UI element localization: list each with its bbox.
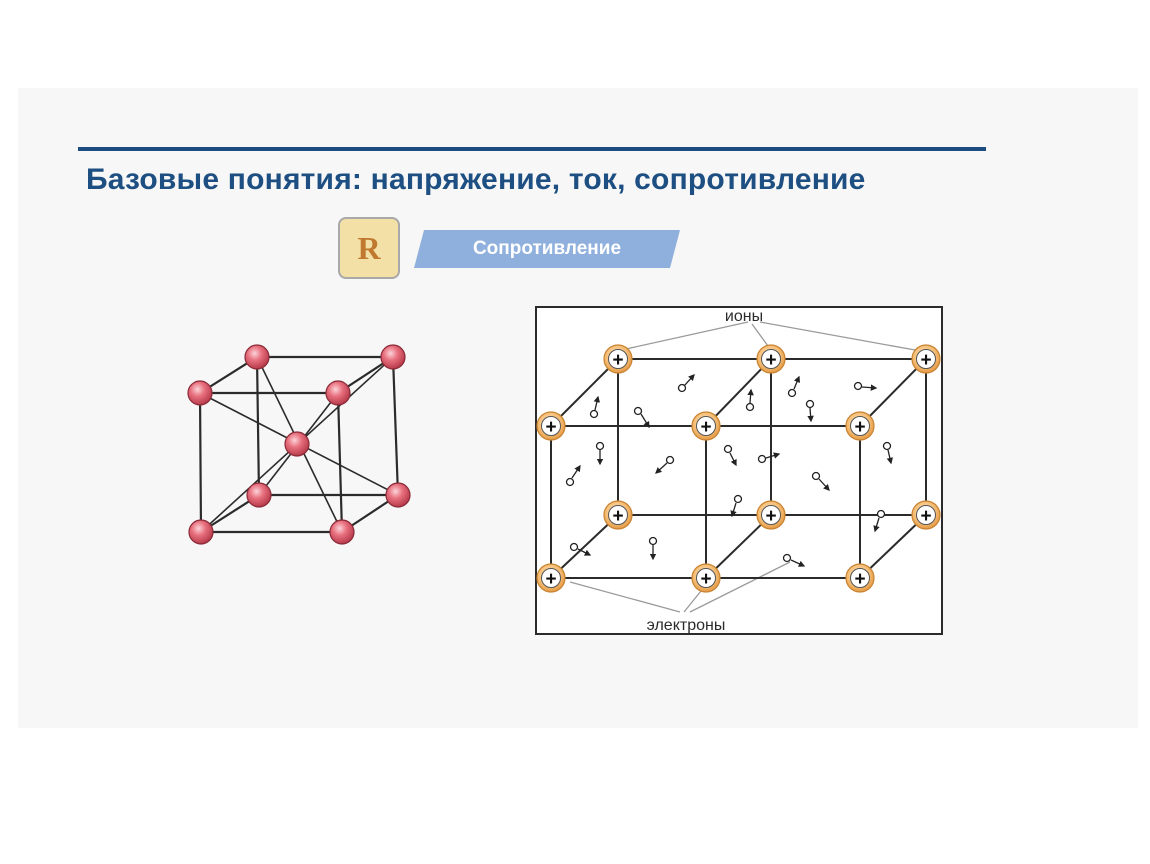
ion: +: [845, 563, 875, 593]
electron: [805, 399, 815, 423]
ion: +: [603, 344, 633, 374]
ions-label: ионы: [725, 308, 763, 325]
ion: +: [691, 563, 721, 593]
electron: [589, 395, 600, 419]
electron: [730, 494, 743, 518]
atom: [244, 344, 270, 370]
electron: [569, 542, 592, 556]
slide-title: Базовые понятия: напряжение, ток, сопрот…: [86, 163, 866, 196]
atom: [187, 380, 213, 406]
ion-sign: +: [612, 350, 623, 371]
electrons-label: электроны: [647, 617, 726, 634]
electron: [757, 452, 781, 464]
electron: [811, 471, 830, 491]
electron: [745, 388, 755, 412]
resistance-symbol-badge: R: [338, 217, 400, 279]
title-rule: [78, 147, 986, 151]
lattice-frame: [535, 306, 943, 635]
ion-sign: +: [920, 350, 931, 371]
atom: [329, 519, 355, 545]
electrons: [565, 374, 893, 567]
electron: [853, 381, 878, 391]
atom: [284, 431, 310, 457]
ion: +: [756, 500, 786, 530]
electron: [677, 374, 695, 393]
resistance-banner: Сопротивление: [414, 230, 680, 268]
electron: [723, 444, 737, 467]
ion: +: [756, 344, 786, 374]
electron: [595, 441, 605, 466]
electron: [648, 536, 658, 561]
ion: +: [845, 411, 875, 441]
banner-shape: [414, 230, 680, 268]
ion-sign: +: [700, 569, 711, 590]
electron: [655, 455, 675, 474]
ion-sign: +: [545, 569, 556, 590]
electron: [787, 375, 800, 398]
atom: [385, 482, 411, 508]
ion: +: [911, 344, 941, 374]
ion-sign: +: [545, 417, 556, 438]
atom: [325, 380, 351, 406]
ion: +: [536, 563, 566, 593]
electron: [565, 464, 581, 487]
ion-sign: +: [765, 350, 776, 371]
ion-sign: +: [854, 569, 865, 590]
banner-label: Сопротивление: [472, 238, 622, 259]
ions: + + + +: [536, 344, 941, 593]
ion-sign: +: [700, 417, 711, 438]
electron: [882, 441, 893, 465]
electron: [873, 509, 886, 533]
ion: +: [603, 500, 633, 530]
ion-sign: +: [612, 506, 623, 527]
metal-lattice-diagram: ионы электроны: [535, 306, 943, 635]
atom: [380, 344, 406, 370]
ion: +: [911, 500, 941, 530]
ion-sign: +: [765, 506, 776, 527]
ion-sign: +: [854, 417, 865, 438]
ion: +: [536, 411, 566, 441]
atom: [188, 519, 214, 545]
ion: +: [691, 411, 721, 441]
electron: [782, 553, 806, 567]
ion-sign: +: [920, 506, 931, 527]
electron: [633, 406, 650, 429]
bcc-atoms: [187, 344, 411, 545]
atom: [246, 482, 272, 508]
